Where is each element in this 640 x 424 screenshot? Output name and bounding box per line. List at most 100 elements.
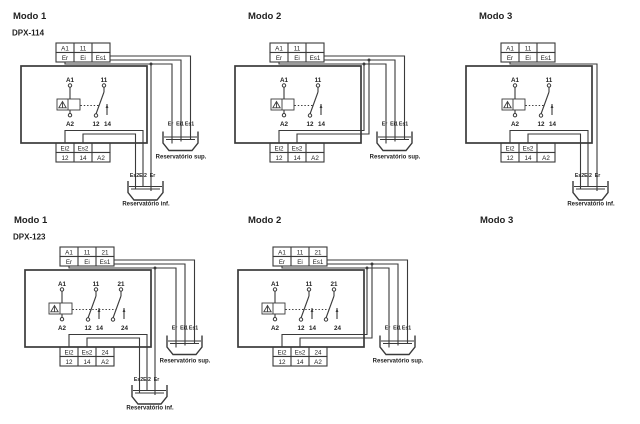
terminal-label: Es1 <box>100 259 111 266</box>
terminal-label: Ei <box>294 55 300 62</box>
diagram-dpx123-modo2: A1 11 21 Er Ei Es1 Ei2 Es2 24 12 14 A2 A… <box>237 246 424 367</box>
electrode-label: Ei2 <box>584 173 592 179</box>
terminal-label: Er <box>507 55 513 62</box>
relay-terminal-label: 21 <box>330 281 338 288</box>
terminal-label: Ei2 <box>277 349 287 356</box>
terminal-label: A1 <box>278 249 286 256</box>
electrode-label: Er <box>150 173 155 179</box>
terminal-label: 11 <box>525 45 532 52</box>
terminal-label: 12 <box>506 155 514 162</box>
relay-terminal-label: 14 <box>318 121 326 128</box>
electrode-label: Es2 <box>134 377 143 383</box>
terminal-label: A1 <box>506 45 514 52</box>
terminal-label: A2 <box>542 155 550 162</box>
wire <box>327 263 399 346</box>
electrode-label: Ei1 <box>393 326 401 332</box>
contact-icon <box>85 287 101 322</box>
relay-terminal-label: 24 <box>121 325 129 332</box>
terminal-label: Ei2 <box>505 145 515 152</box>
junction-dot <box>367 58 371 62</box>
relay-coil-icon <box>501 83 526 118</box>
relay-terminal-label: 11 <box>93 281 100 288</box>
electrode-label: Ei1 <box>176 122 184 128</box>
mode-label: Modo 3 <box>480 215 513 226</box>
relay-terminal-label: 14 <box>104 121 112 128</box>
wire <box>281 268 368 347</box>
wire <box>278 62 387 144</box>
wire <box>82 133 137 189</box>
terminal-label: A2 <box>97 155 105 162</box>
tank-caption: Reservatório inf. <box>567 202 615 208</box>
terminal-label: 12 <box>61 155 69 162</box>
terminal-label: Er <box>62 55 68 62</box>
terminal-label: Es2 <box>295 349 306 356</box>
electrode-label: Es1 <box>399 122 408 128</box>
terminal-label: A2 <box>314 359 322 366</box>
terminal-label: Es1 <box>313 259 324 266</box>
contact-icon <box>93 83 109 118</box>
relay-terminal-label: A1 <box>280 77 289 84</box>
tank-caption: Reservatório sup. <box>370 155 421 161</box>
relay-coil-icon <box>56 83 81 118</box>
relay-terminal-label: 21 <box>117 281 125 288</box>
tank-caption: Reservatório inf. <box>126 406 174 412</box>
relay-terminal-label: 14 <box>309 325 317 332</box>
electrode-label: Er <box>154 377 159 383</box>
wire <box>114 263 186 346</box>
diagram-dpx123-modo1: A1 11 21 Er Ei Es1 Ei2 Es2 24 12 14 A2 A… <box>24 246 211 412</box>
terminal-label: A1 <box>61 45 69 52</box>
terminal-label: A2 <box>311 155 319 162</box>
wire <box>68 333 148 391</box>
terminal-label: Es2 <box>523 145 534 152</box>
diagram-dpx114-modo2: A1 11 Er Ei Es1 Ei2 Es2 12 14 A2 A1 A2 1… <box>234 42 421 163</box>
relay-coil-icon <box>270 83 295 118</box>
tank-caption: Reservatório sup. <box>160 359 211 365</box>
wire <box>509 62 598 191</box>
relay-terminal-label: A1 <box>66 77 75 84</box>
mode-label: Modo 1 <box>14 215 48 226</box>
contact-icon <box>110 287 126 322</box>
electrode-label: Ei2 <box>139 173 147 179</box>
electrode-label: Es2 <box>575 173 584 179</box>
relay-box <box>237 269 365 348</box>
contact-icon <box>298 287 314 322</box>
electrode-label: Es1 <box>189 326 198 332</box>
terminal-label: Ei <box>525 55 531 62</box>
terminal-label: A1 <box>65 249 73 256</box>
terminal-label: 11 <box>297 249 304 256</box>
terminal-label: 14 <box>293 155 301 162</box>
relay-terminal-label: A2 <box>271 325 280 332</box>
terminal-label: A2 <box>101 359 109 366</box>
terminal-label: Es2 <box>78 145 89 152</box>
junction-dot <box>370 262 374 266</box>
terminal-label: Es1 <box>96 55 107 62</box>
wire <box>281 266 390 348</box>
wire <box>68 266 177 348</box>
terminal-label: Ei2 <box>60 145 70 152</box>
terminal-label: Er <box>66 259 72 266</box>
terminal-label: 11 <box>294 45 301 52</box>
diagram-dpx114-modo1: A1 11 Er Ei Es1 Ei2 Es2 12 14 A2 A1 A2 1… <box>20 42 207 208</box>
electrode-label: Es1 <box>402 326 411 332</box>
terminal-label: 12 <box>275 155 283 162</box>
terminal-label: 24 <box>101 349 109 356</box>
relay-box <box>20 65 148 144</box>
relay-terminal-label: A2 <box>58 325 67 332</box>
relay-terminal-label: 11 <box>101 77 108 84</box>
relay-box <box>24 269 152 348</box>
relay-terminal-label: 11 <box>546 77 553 84</box>
contact-icon <box>323 287 339 322</box>
wire <box>114 259 196 343</box>
electrode-label: Ei1 <box>390 122 398 128</box>
relay-terminal-label: A1 <box>58 281 67 288</box>
wire <box>324 59 396 142</box>
terminal-label: Es2 <box>82 349 93 356</box>
terminal-label: 21 <box>314 249 322 256</box>
relay-terminal-label: 12 <box>297 325 305 332</box>
tank-caption: Reservatório inf. <box>122 202 170 208</box>
terminal-label: Ei <box>80 55 86 62</box>
wire <box>64 129 144 187</box>
terminal-label: 14 <box>524 155 532 162</box>
wire <box>327 259 409 343</box>
relay-terminal-label: A1 <box>511 77 520 84</box>
